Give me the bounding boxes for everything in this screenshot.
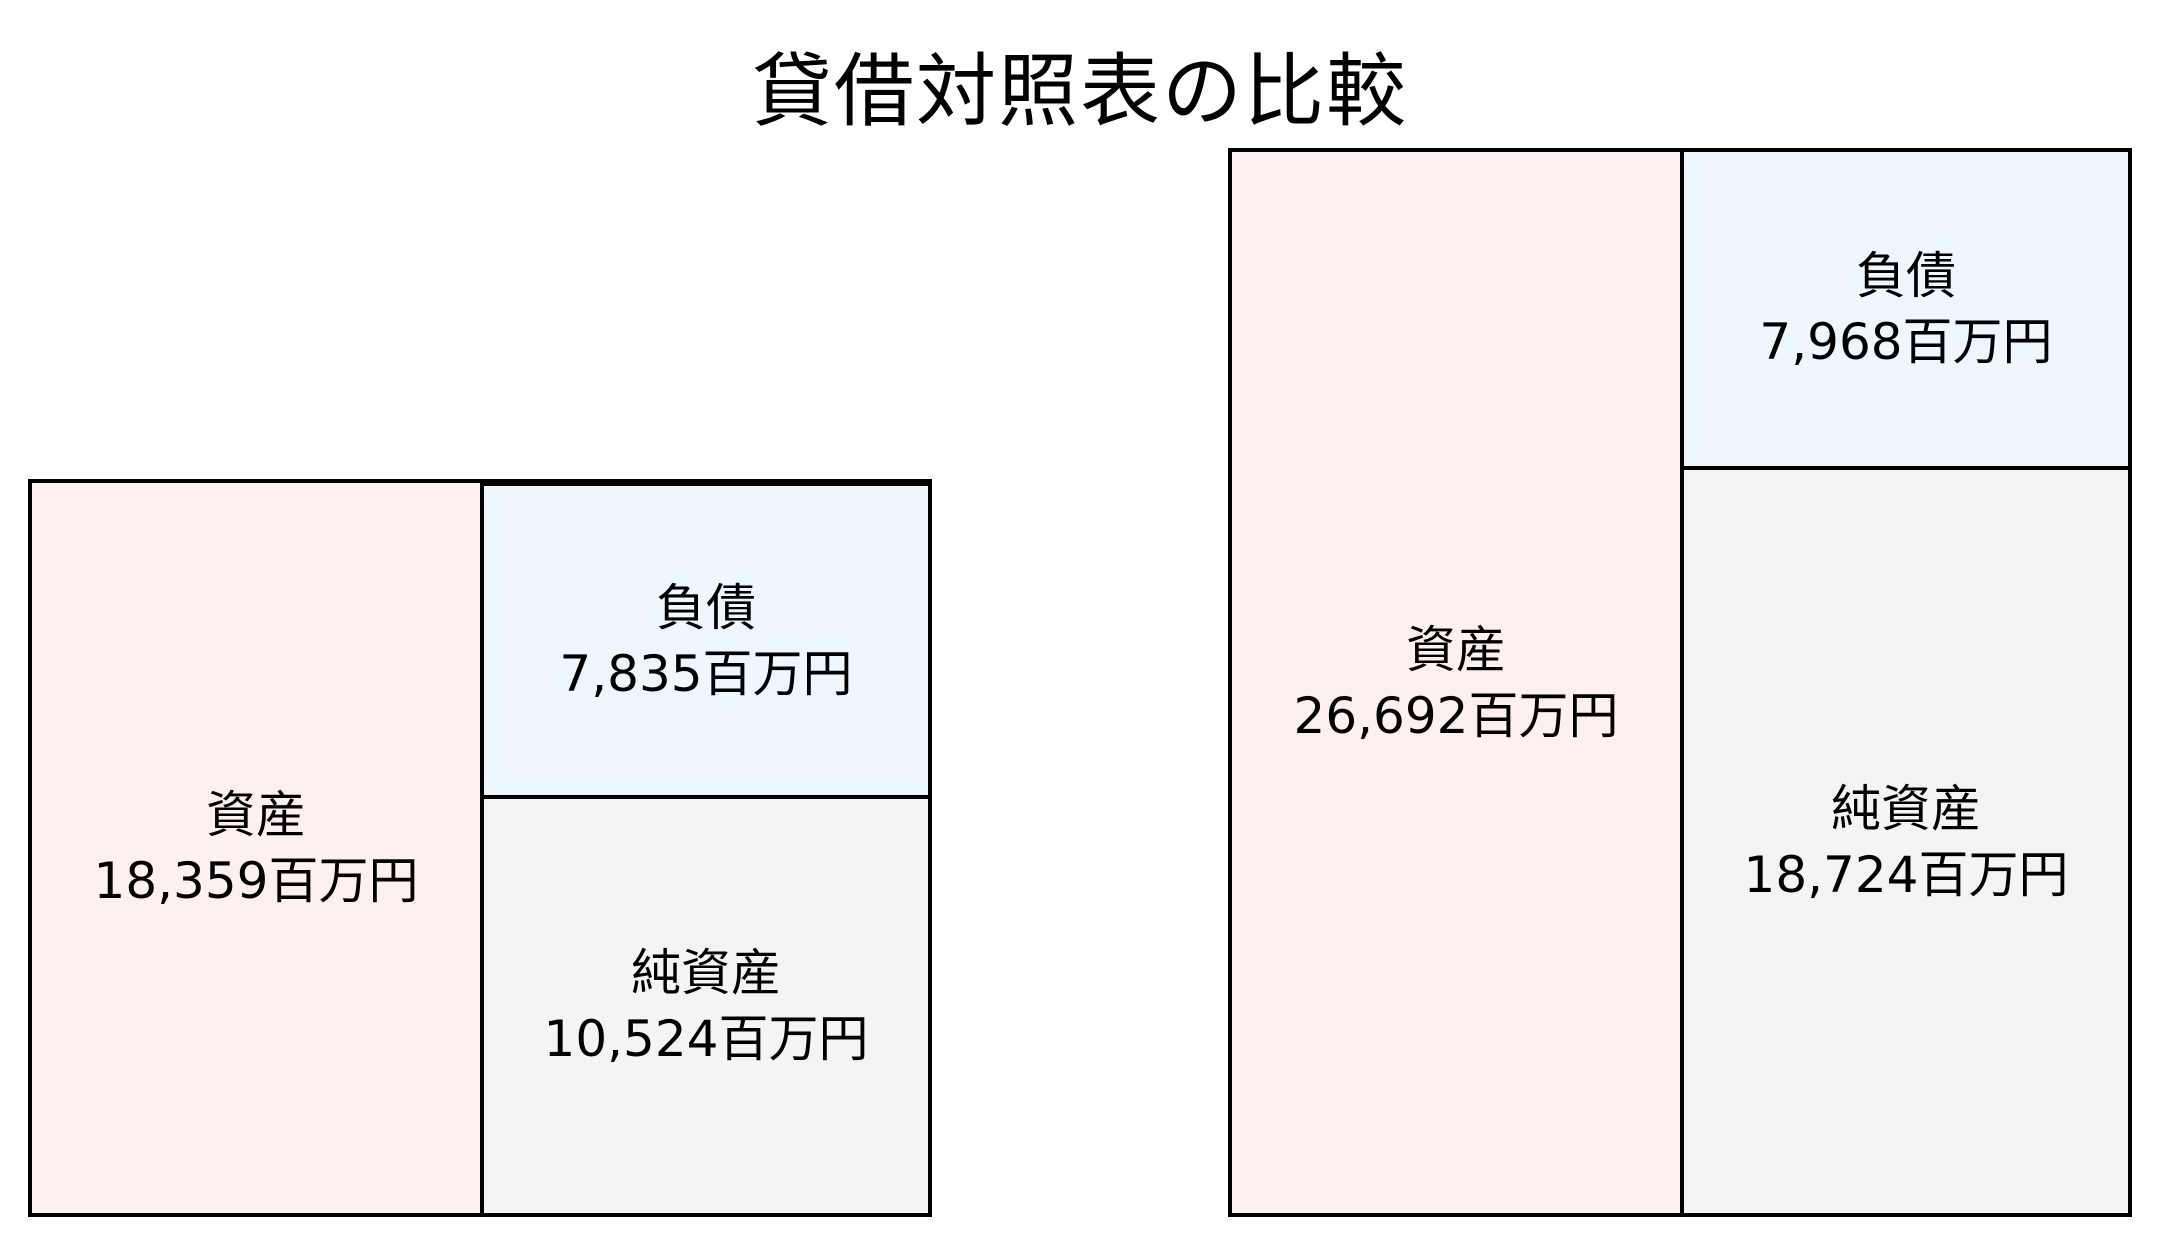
diagram-title: 貸借対照表の比較 <box>752 45 1408 138</box>
net-assets-label: 純資産 <box>1830 779 1981 838</box>
liabilities-label: 負債 <box>1855 247 1956 305</box>
net-assets-box: 純資産 18,724百万円 <box>1680 466 2132 1217</box>
assets-label: 資産 <box>1405 620 1506 679</box>
net-assets-box: 純資産 10,524百万円 <box>480 795 932 1217</box>
net-assets-value: 18,724百万円 <box>1743 845 2069 904</box>
balance-sheet-right: 資産 26,692百万円 負債 7,968百万円 純資産 18,724百万円 <box>1228 148 2132 1217</box>
assets-value: 26,692百万円 <box>1293 686 1619 745</box>
liabilities-value: 7,835百万円 <box>559 644 853 703</box>
liabilities-label: 負債 <box>655 578 756 637</box>
assets-box: 資産 26,692百万円 <box>1228 148 1684 1217</box>
net-assets-label: 純資産 <box>630 944 781 1002</box>
liabilities-box: 負債 7,835百万円 <box>480 479 932 799</box>
assets-value: 18,359百万円 <box>93 852 419 910</box>
net-assets-value: 10,524百万円 <box>543 1010 869 1068</box>
liabilities-box: 負債 7,968百万円 <box>1680 148 2132 470</box>
balance-sheet-left: 資産 18,359百万円 負債 7,835百万円 純資産 10,524百万円 <box>28 479 932 1217</box>
assets-box: 資産 18,359百万円 <box>28 479 484 1217</box>
assets-label: 資産 <box>205 786 306 844</box>
liabilities-value: 7,968百万円 <box>1759 313 2053 371</box>
